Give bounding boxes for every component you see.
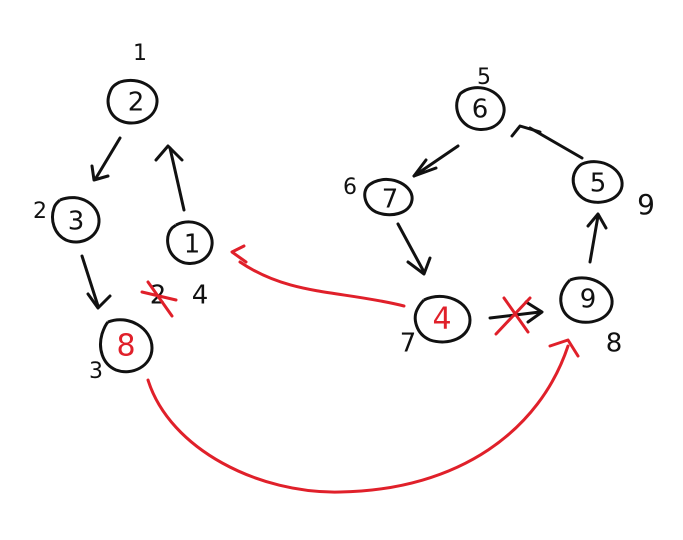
node-3-label: 3 xyxy=(68,207,85,237)
node-8: 8 xyxy=(99,318,154,374)
red-arrow-4-to-1 xyxy=(230,244,406,308)
replacement-number: 4 xyxy=(192,281,209,311)
red-x-mark-left xyxy=(140,280,178,318)
node-7: 7 xyxy=(363,177,414,217)
node-8-label: 8 xyxy=(116,329,135,364)
node-1: 1 xyxy=(166,220,214,265)
node-6-index: 5 xyxy=(477,65,491,90)
node-3: 3 xyxy=(51,196,101,244)
node-5-index: 9 xyxy=(637,188,655,221)
node-8-index: 3 xyxy=(89,359,103,384)
node-2: 2 xyxy=(106,79,159,125)
edge-9-to-5 xyxy=(586,212,608,264)
node-6: 6 xyxy=(455,86,506,131)
node-1-label: 1 xyxy=(184,230,201,260)
node-6-label: 6 xyxy=(472,95,489,125)
node-5: 5 xyxy=(571,160,624,204)
node-9: 9 xyxy=(559,276,614,324)
edge-1-to-2 xyxy=(154,144,186,212)
edge-2-to-3 xyxy=(90,136,122,182)
red-x-mark-right xyxy=(494,296,532,336)
node-9-index: 8 xyxy=(606,329,623,359)
node-2-index: 1 xyxy=(133,41,147,66)
edge-7-to-4 xyxy=(396,222,432,276)
node-4: 4 xyxy=(413,294,472,344)
node-7-index: 6 xyxy=(343,175,357,200)
node-7-label: 7 xyxy=(382,185,399,215)
edge-6-to-7 xyxy=(412,144,460,178)
node-3-index: 2 xyxy=(33,199,47,224)
edge-3-to-8 xyxy=(80,254,112,310)
red-arrow-8-to-9 xyxy=(146,338,580,494)
node-4-index: 7 xyxy=(400,329,417,359)
node-4-label: 4 xyxy=(432,302,451,337)
node-9-label: 9 xyxy=(580,285,597,315)
edge-5-to-6 xyxy=(510,124,584,160)
node-5-label: 5 xyxy=(590,169,607,199)
node-2-label: 2 xyxy=(128,88,145,118)
